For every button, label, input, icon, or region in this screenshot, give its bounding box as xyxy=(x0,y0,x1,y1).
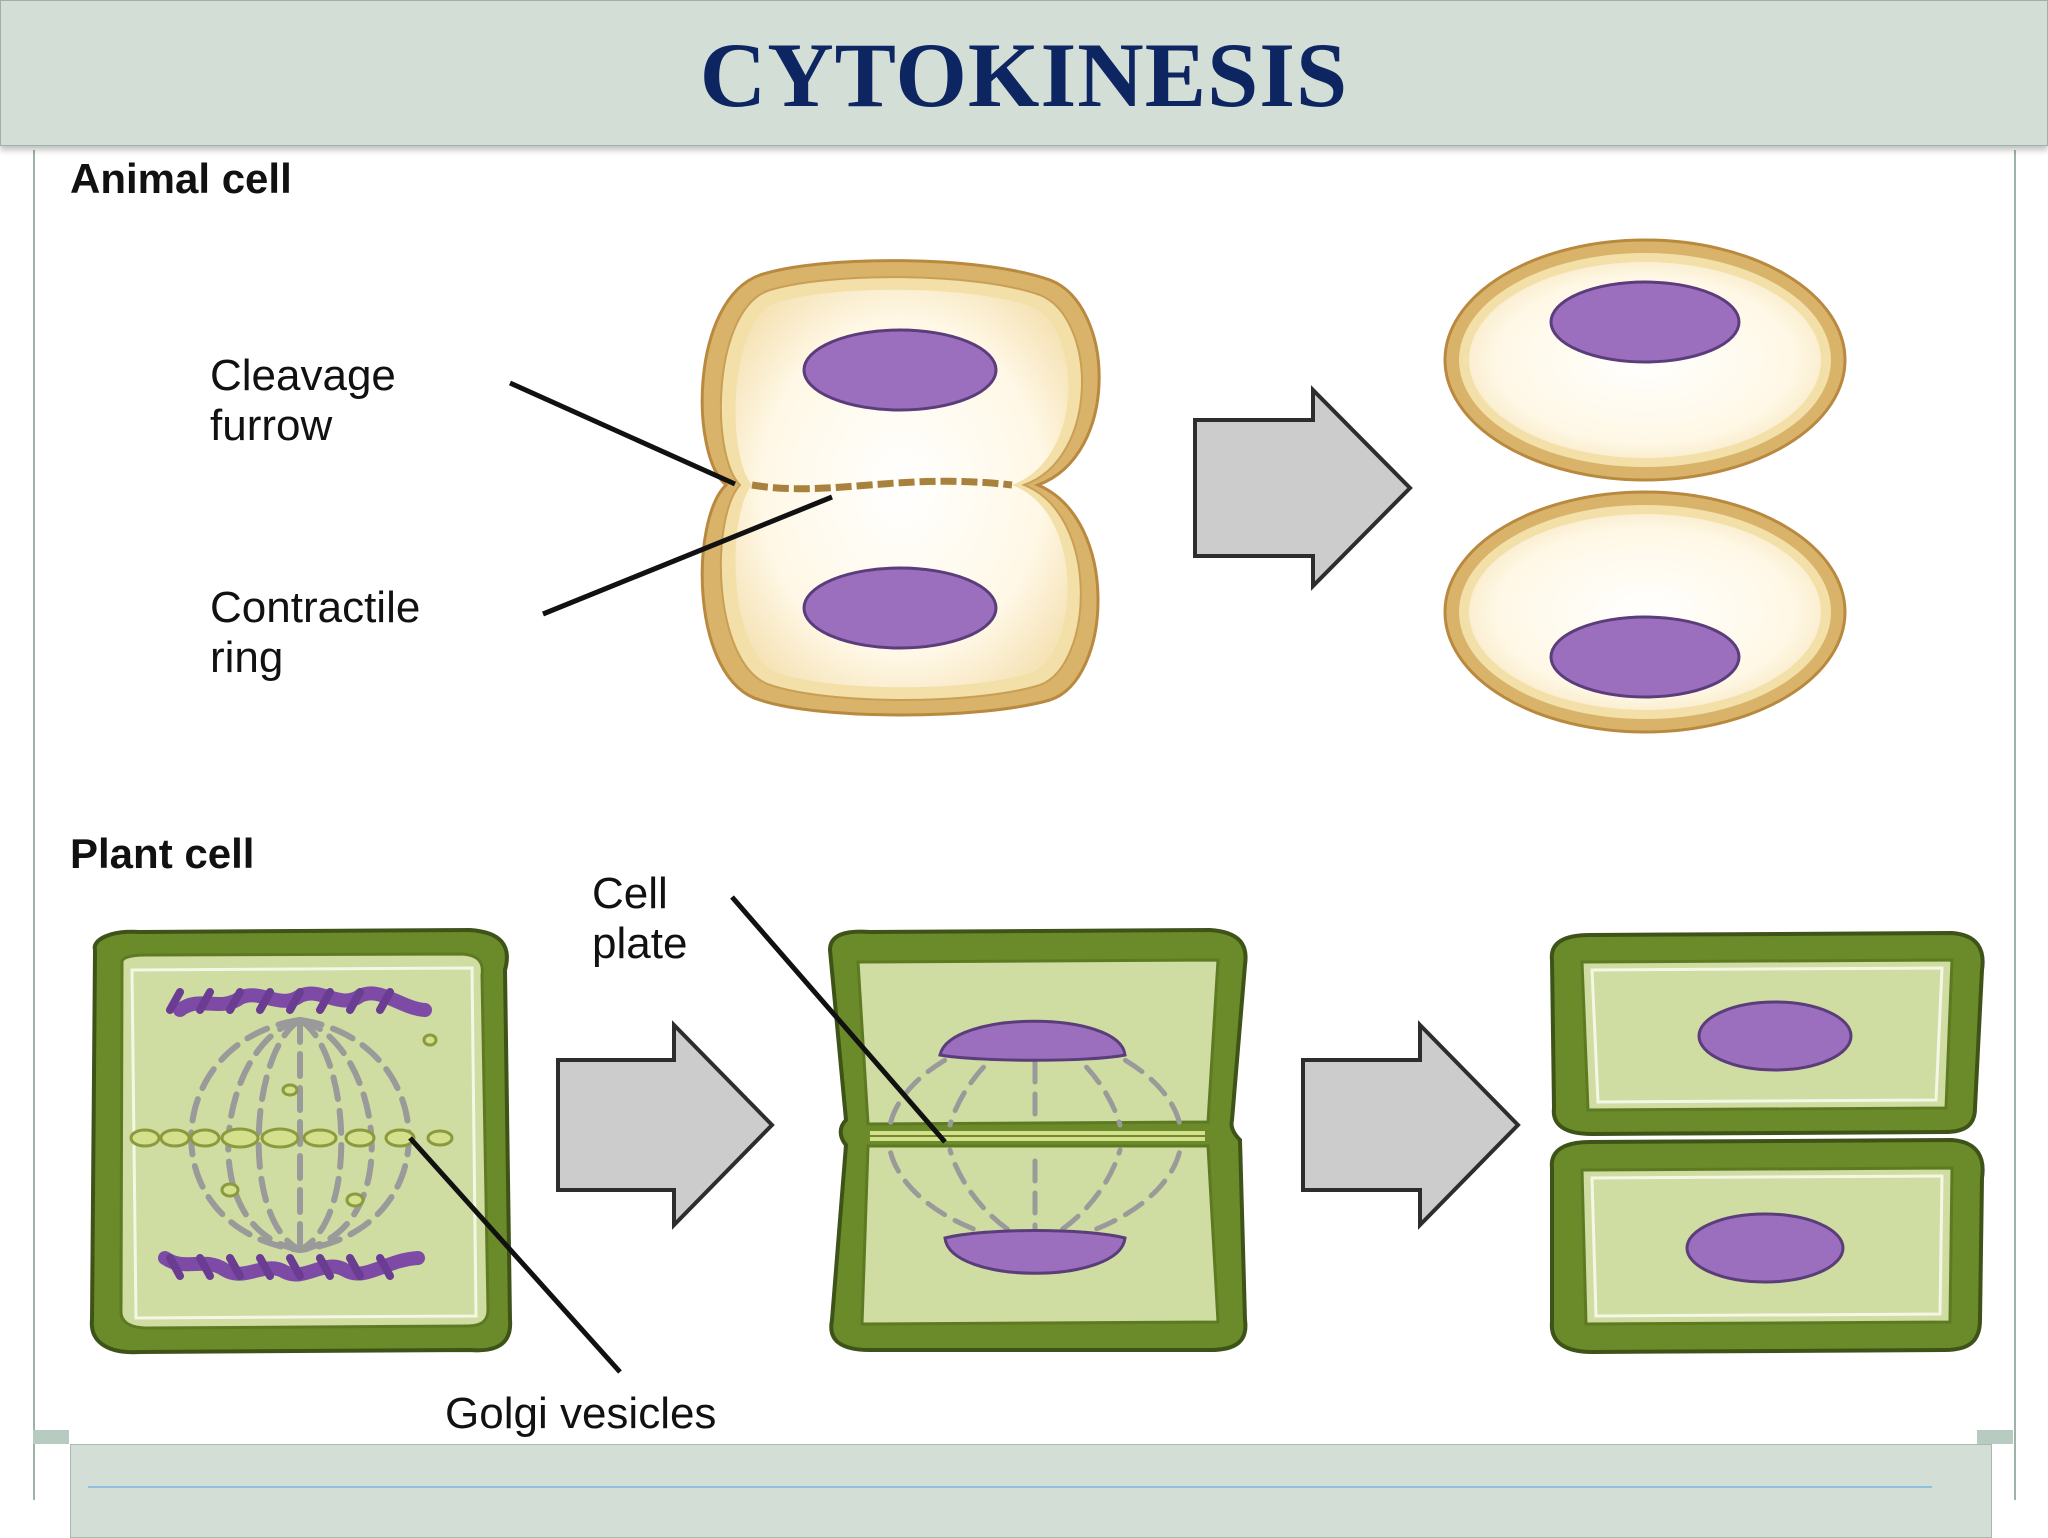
animal-cell-heading: Animal cell xyxy=(70,155,292,202)
frame-corner-left xyxy=(33,1430,69,1444)
footer-bar xyxy=(70,1444,1992,1538)
footer-line xyxy=(88,1486,1932,1488)
label-golgi: Golgi vesicles xyxy=(445,1389,716,1438)
cleavage-furrow-pointer xyxy=(508,380,737,487)
label-plate-line1: Cell xyxy=(592,869,668,918)
slide-frame xyxy=(33,150,2016,1500)
label-cleavage-line2: furrow xyxy=(210,401,332,450)
frame-corner-right xyxy=(1977,1430,2013,1444)
plant-cell-anaphase xyxy=(89,927,513,1355)
plant-daughter-cells xyxy=(1549,930,1985,1355)
contractile-ring-pointer xyxy=(542,494,833,617)
label-ring-line1: Contractile xyxy=(210,583,420,632)
page-title: CYTOKINESIS xyxy=(699,24,1349,126)
nucleus-bottom xyxy=(802,566,998,650)
cell-plate-pointer xyxy=(730,895,947,1144)
arrow-animal xyxy=(1193,385,1413,591)
animal-cell-dividing xyxy=(700,259,1101,717)
plant-cell-cell-plate xyxy=(827,927,1248,1352)
label-cleavage-line1: Cleavage xyxy=(210,351,396,400)
label-ring-line2: ring xyxy=(210,633,283,682)
animal-daughter-cells xyxy=(1443,238,1847,734)
arrow-plant-1 xyxy=(556,1020,775,1230)
nucleus-top xyxy=(802,328,998,412)
arrow-plant-2 xyxy=(1301,1020,1521,1230)
title-bar: CYTOKINESIS xyxy=(0,0,2048,146)
plant-cell-heading: Plant cell xyxy=(70,830,254,877)
golgi-vesicles-pointer xyxy=(408,1136,622,1374)
label-plate-line2: plate xyxy=(592,919,687,968)
